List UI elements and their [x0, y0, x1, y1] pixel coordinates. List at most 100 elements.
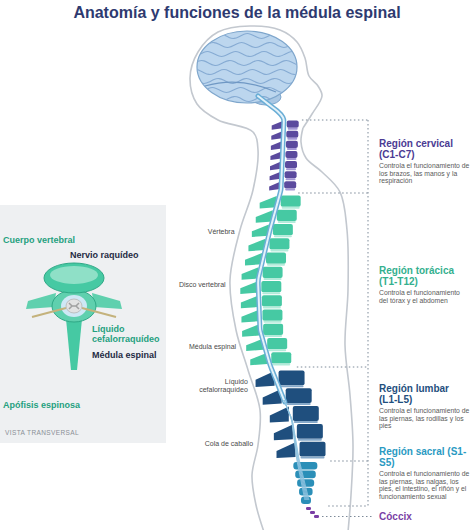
part-label: Apófisis espinosa — [3, 400, 80, 410]
vertebral-body — [286, 131, 298, 138]
body-silhouette — [190, 26, 353, 530]
gyrus-line — [194, 42, 299, 47]
cord-section — [66, 299, 82, 313]
transverse-process — [92, 293, 122, 309]
part-label: Médula espinal — [92, 350, 157, 360]
coccyx-pointer — [322, 516, 373, 517]
part-label: Cuerpo vertebral — [3, 235, 75, 245]
vertebral-disc — [268, 349, 286, 351]
vertebral-body — [286, 141, 298, 148]
spinous-process — [241, 296, 258, 309]
vertebral-body — [262, 295, 282, 306]
vertebral-body — [286, 388, 312, 403]
vertebral-disc — [267, 264, 285, 266]
part-label: Líquido cefalorraquídeo — [92, 324, 164, 345]
region-description: Controla el funcionamiento de los brazos… — [379, 162, 470, 185]
sacral-segment — [293, 462, 317, 470]
vertebral-body — [285, 171, 297, 178]
region-brackets — [297, 120, 373, 517]
vertebral-disc — [294, 421, 318, 423]
region-heading: Cóccix — [379, 511, 412, 522]
vertebral-body — [293, 406, 319, 421]
spinous-process — [271, 131, 282, 140]
vertebral-body — [263, 267, 283, 278]
coccyx-segment — [306, 507, 311, 510]
vertebral-disc — [286, 168, 296, 170]
gyrus-line — [194, 52, 299, 57]
part-label: Médula espinal — [189, 343, 236, 351]
vertebral-body — [263, 324, 283, 335]
body-highlight — [50, 266, 98, 284]
vertebral-body — [297, 424, 323, 439]
gyrus-line — [194, 34, 299, 39]
spinous-process — [274, 424, 293, 440]
region-boundary — [297, 367, 368, 368]
vertebral-disc — [272, 364, 290, 366]
vertebral-body — [44, 263, 104, 293]
cord-core — [258, 96, 285, 402]
cauda-equina-fiber — [284, 400, 305, 500]
spinous-process — [272, 121, 283, 130]
vertebral-disc — [264, 335, 282, 337]
diagram-title: Anatomía y funciones de la médula espina… — [0, 3, 474, 22]
spinous-process — [241, 310, 258, 323]
coccyx-segment — [310, 511, 315, 514]
region-heading: Región sacral (S1-S5) — [379, 446, 467, 468]
vertebral-body — [279, 371, 305, 386]
vertebral-disc — [262, 292, 280, 294]
cauda-equina-fiber — [284, 400, 307, 500]
vertebral-body — [300, 442, 326, 457]
spinous-process — [242, 324, 259, 337]
part-label: Cola de caballo — [205, 440, 253, 448]
vertebral-disc — [301, 457, 325, 459]
view-caption: VISTA TRANSVERSAL — [5, 429, 79, 436]
vertebral-disc — [286, 178, 296, 180]
coccyx-segment — [314, 515, 319, 518]
vertebral-disc — [298, 439, 322, 441]
vertebral-disc — [282, 207, 300, 209]
spinal-cord — [258, 96, 309, 500]
vertebral-body — [267, 338, 287, 349]
csf-ring — [61, 295, 87, 317]
spinous-process — [277, 442, 296, 458]
spinous-process — [240, 282, 257, 295]
transverse-view-panel: Cuerpo vertebralNervio raquídeoLíquido c… — [0, 205, 166, 443]
region-boundary — [328, 506, 368, 507]
spinous-process — [242, 267, 259, 280]
vertebral-body — [269, 238, 289, 249]
region-bracket — [368, 120, 369, 506]
spinous-process — [270, 162, 281, 171]
region-heading: Región lumbar (L1-L5) — [379, 383, 467, 405]
spinous-process — [270, 407, 289, 423]
vertebral-body — [266, 253, 286, 264]
vertebral-disc — [278, 221, 296, 223]
vertebral-disc — [264, 278, 282, 280]
cauda-equina-fiber — [284, 400, 306, 500]
brain — [194, 31, 299, 105]
vertebral-body — [287, 121, 299, 128]
vertebral-disc — [274, 235, 292, 237]
spinous-process — [271, 141, 282, 150]
gyrus-line — [194, 97, 299, 102]
vertebral-disc — [263, 321, 281, 323]
region-heading: Región cervical (C1-C7) — [379, 138, 467, 160]
brain-gyri — [194, 34, 299, 102]
vertebral-body — [284, 181, 296, 188]
part-label: Líquido cefalorraquídeo — [192, 378, 248, 394]
vertebral-body — [262, 310, 282, 321]
vertebral-disc — [287, 138, 297, 140]
region-description: Controla el funcionamiento de las pierna… — [379, 407, 470, 430]
cauda-equina-fiber — [284, 400, 308, 500]
vertebral-disc — [280, 385, 304, 387]
vertebral-disc — [285, 189, 295, 191]
gyrus-line — [194, 69, 299, 74]
vertebral-body — [285, 151, 297, 158]
spinous-process — [270, 151, 281, 160]
vertebral-body — [277, 210, 297, 221]
vertebral-arch — [52, 290, 96, 322]
vertebral-disc — [287, 403, 311, 405]
vertebral-disc — [288, 128, 298, 130]
part-label: Nervio raquídeo — [70, 250, 139, 260]
region-description: Controla el funcionamiento del tórax y e… — [379, 289, 470, 304]
